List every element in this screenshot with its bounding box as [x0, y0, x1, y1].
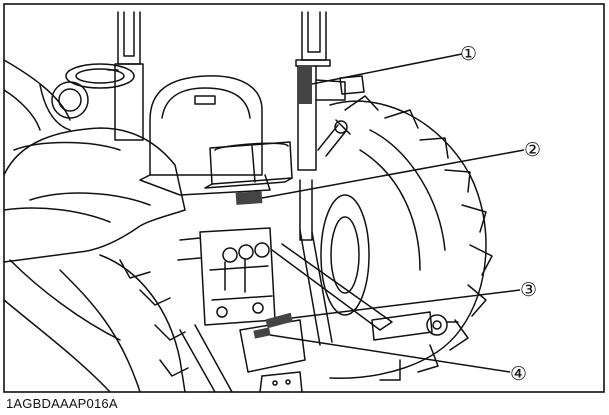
hitch-plate — [239, 319, 306, 373]
callout-4: ④ — [510, 364, 527, 385]
leader-line-2 — [261, 149, 525, 199]
leader-line-1 — [311, 53, 463, 85]
left-rops-post — [107, 11, 144, 141]
label-decal-3 — [265, 312, 293, 329]
leader-line-4 — [269, 334, 511, 373]
left-fender — [3, 59, 186, 393]
figure-caption: 1AGBDAAAP016A — [6, 396, 118, 411]
left-rear-tire — [99, 254, 189, 393]
top-link — [317, 119, 351, 157]
label-decal-4 — [253, 327, 271, 339]
operator-seat — [139, 75, 271, 196]
warning-labels — [235, 66, 312, 339]
figure-border — [3, 3, 605, 393]
label-decal-1 — [298, 66, 312, 104]
callout-1: ① — [460, 44, 477, 65]
leader-line-3 — [291, 289, 521, 319]
steering-wheel — [39, 63, 135, 131]
label-decal-2 — [235, 191, 263, 205]
callout-3: ③ — [520, 280, 537, 301]
toolbox — [204, 141, 293, 189]
lift-arms — [179, 229, 393, 393]
right-rops-post — [295, 11, 346, 241]
drawbar — [259, 371, 303, 393]
lower-link-right — [371, 311, 459, 341]
leader-lines — [261, 53, 525, 373]
right-rear-tire — [320, 95, 493, 381]
hydraulic-valve-block — [177, 227, 276, 326]
lamp-bracket — [339, 75, 365, 95]
callout-2: ② — [524, 140, 541, 161]
